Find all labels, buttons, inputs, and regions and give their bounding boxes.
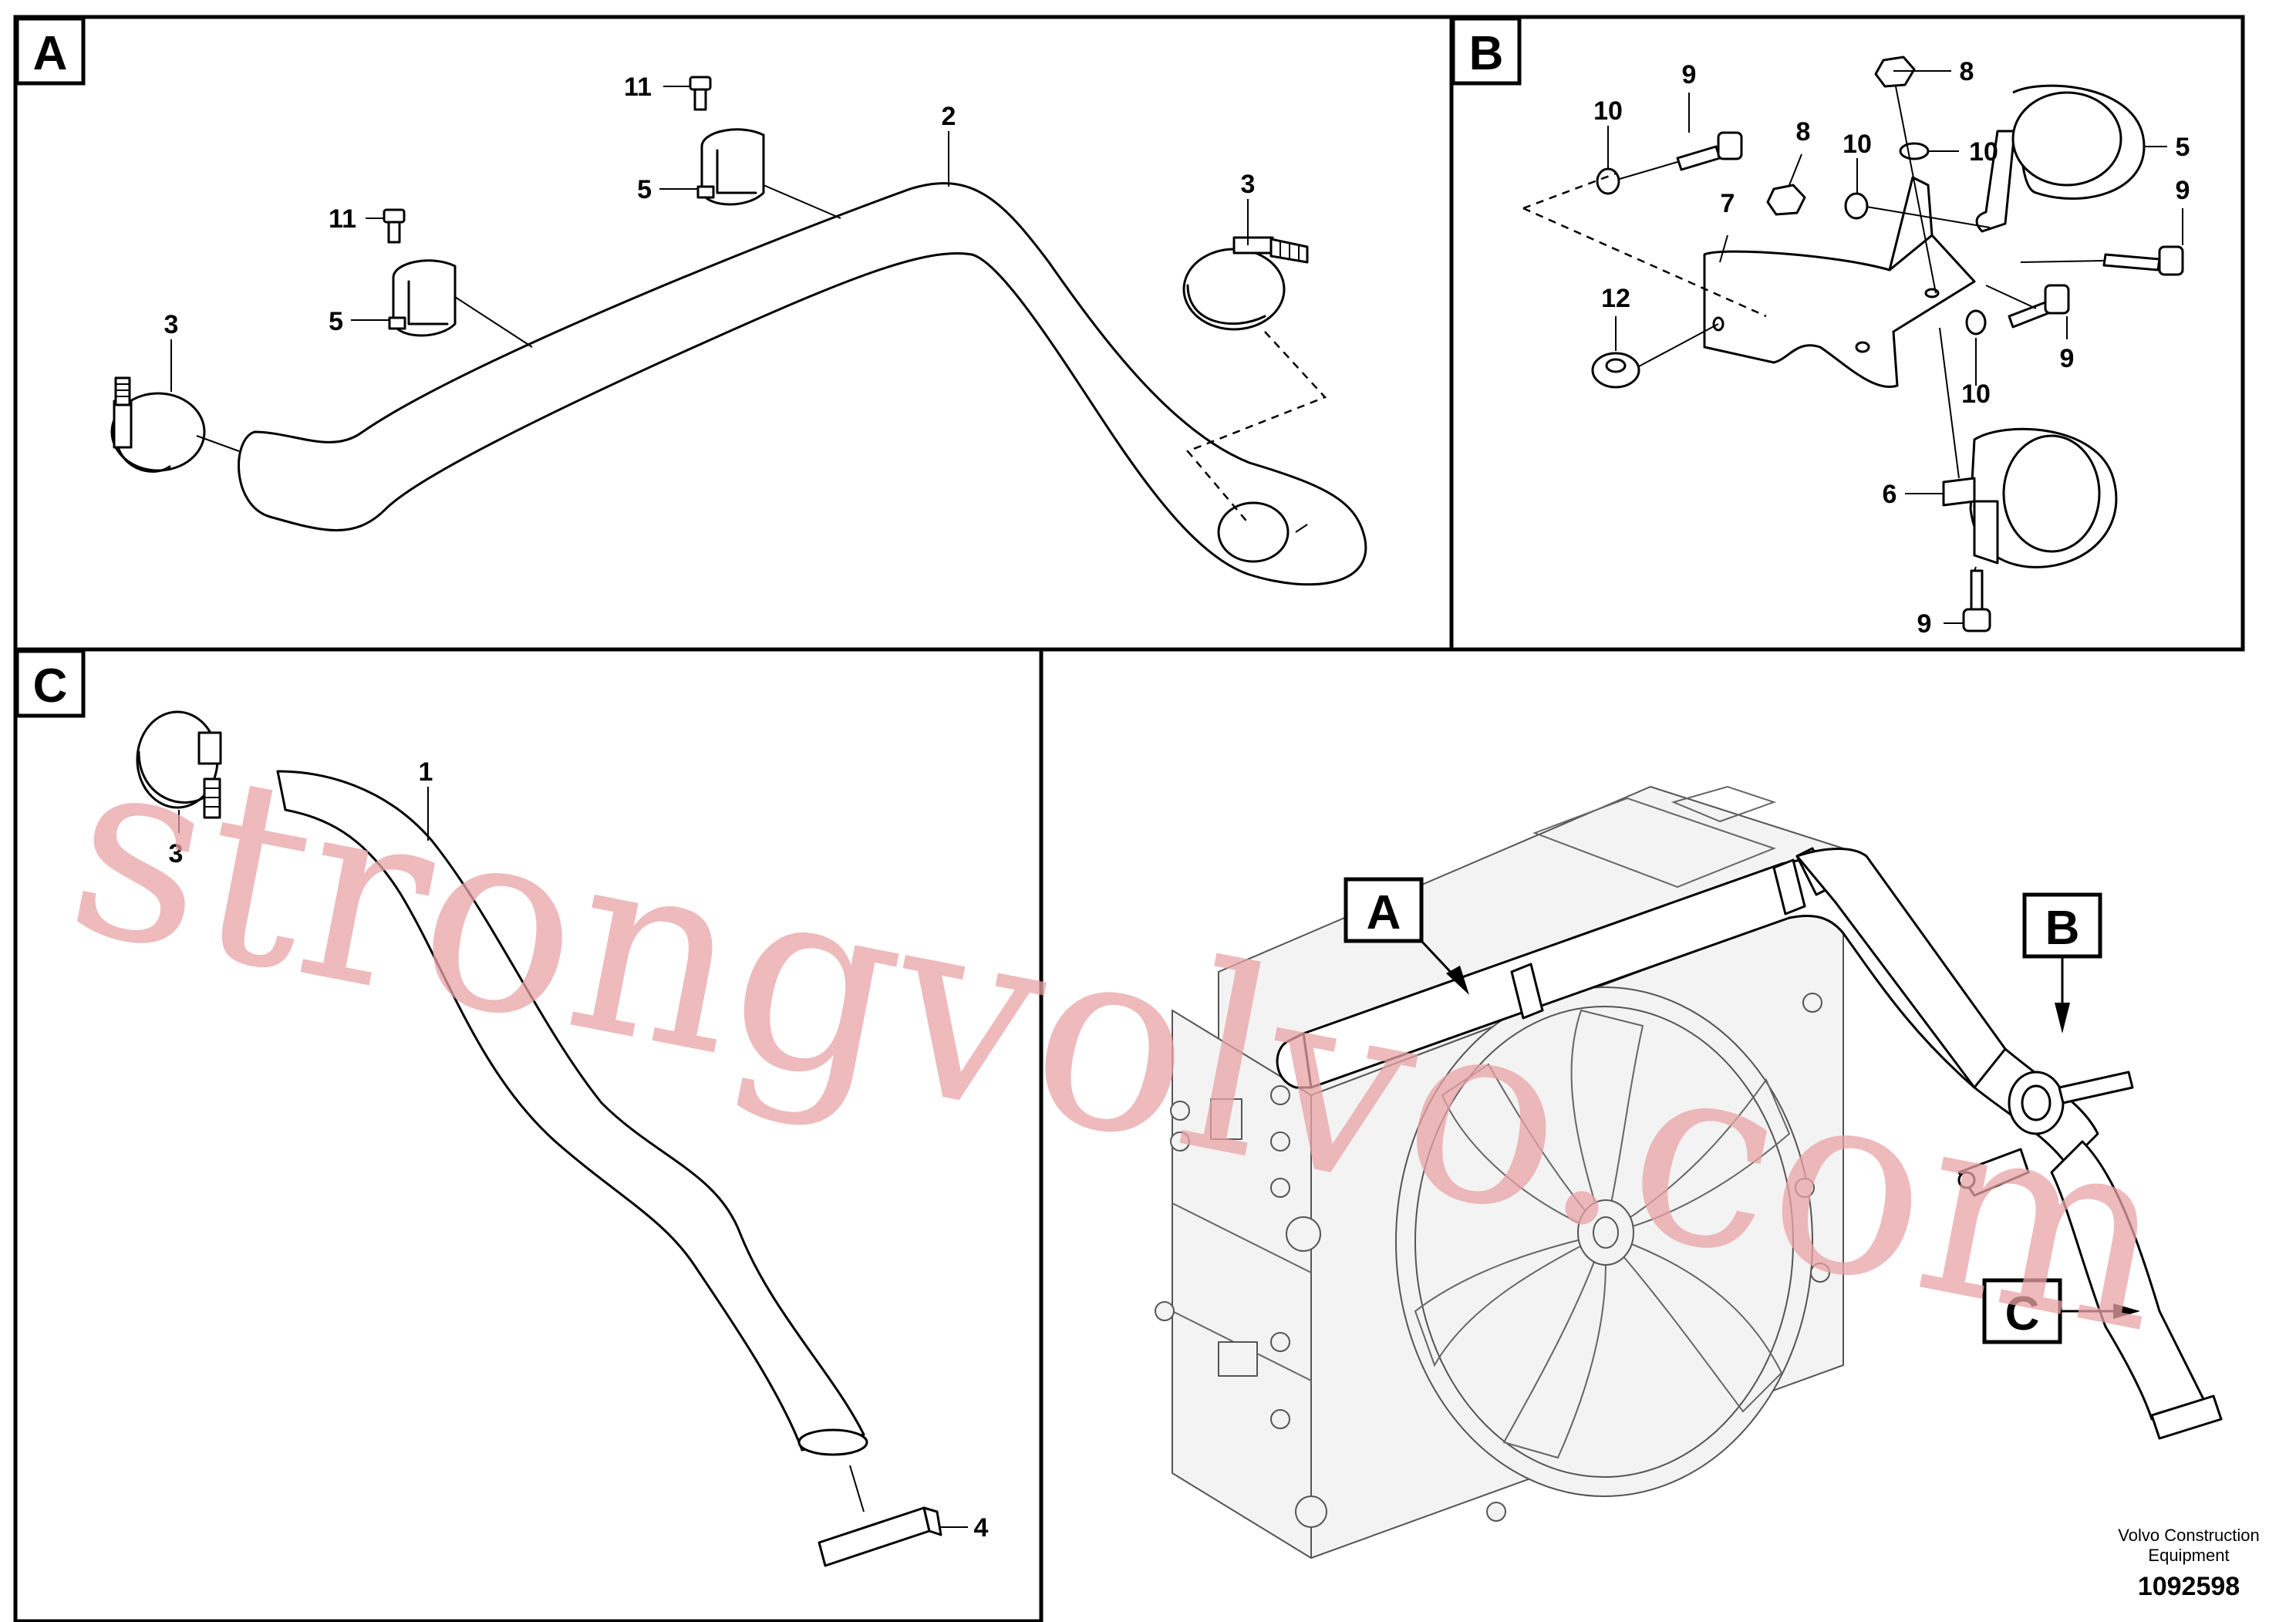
drawing-number: 1092598 xyxy=(2138,1572,2240,1601)
section-a-letter: A xyxy=(33,27,68,80)
watermark-text: strongvolvo.com xyxy=(50,694,2191,1390)
label-c-3: 3 xyxy=(169,839,184,868)
washer-10-mid xyxy=(1844,192,1869,220)
label-b-9-bottom: 9 xyxy=(1917,609,1932,639)
footer-company-line2: Equipment xyxy=(2148,1546,2229,1565)
washer-10-low xyxy=(1965,309,1987,336)
clamp-6-b xyxy=(1942,427,2118,568)
label-11-right: 11 xyxy=(624,73,652,102)
hose-2-end-opening xyxy=(1217,501,1290,563)
label-2: 2 xyxy=(942,102,956,131)
overview-callout-c: C xyxy=(1982,1278,2140,1344)
section-b-letter: B xyxy=(1469,27,1504,80)
label-b-10-left: 10 xyxy=(1593,96,1623,126)
hose-1 xyxy=(276,770,865,1452)
section-a-tag: A xyxy=(15,16,86,86)
label-b-10-right: 10 xyxy=(1969,137,1998,167)
label-b-8-top: 8 xyxy=(1960,57,1974,86)
section-c-letter: C xyxy=(33,659,68,713)
footer-block: Volvo Construction Equipment 1092598 xyxy=(2118,1526,2259,1601)
bolt-9-mid xyxy=(2008,284,2070,329)
label-b-9-mid: 9 xyxy=(2060,344,2075,373)
label-c-1: 1 xyxy=(419,757,433,787)
clamp-5-b xyxy=(1975,84,2146,233)
label-c-4: 4 xyxy=(974,1513,989,1543)
callout-a-letter: A xyxy=(1367,886,1401,939)
label-b-6: 6 xyxy=(1883,480,1897,509)
clamp-3-left xyxy=(110,376,206,473)
panel-c-drawing: 1 3 4 xyxy=(136,710,989,1567)
clamp-3-right xyxy=(1182,236,1309,331)
panel-a-drawing: 11 5 11 5 3 2 3 xyxy=(110,73,1367,586)
label-b-9-top: 9 xyxy=(1682,60,1697,89)
bolt-9-right xyxy=(2102,245,2184,276)
label-11-left: 11 xyxy=(329,204,356,234)
panel-b-frame xyxy=(1449,15,2245,652)
label-b-5: 5 xyxy=(2176,133,2190,162)
clip-5-left xyxy=(388,259,457,337)
bolt-11-left xyxy=(383,208,406,244)
overview-clamp-b xyxy=(1957,1071,2134,1197)
label-b-10-mid: 10 xyxy=(1843,130,1872,159)
bolt-11-right xyxy=(689,76,712,111)
label-b-7: 7 xyxy=(1721,189,1735,218)
overview-callout-a: A xyxy=(1344,877,1469,995)
callout-b-letter: B xyxy=(2045,902,2080,955)
clip-5-right xyxy=(696,128,765,206)
overview-radiator-assembly xyxy=(1155,785,2223,1559)
overview-callout-b: B xyxy=(2022,892,2102,1034)
footer-company-line1: Volvo Construction xyxy=(2118,1526,2259,1545)
bracket-7 xyxy=(1703,234,1976,388)
washer-10-right xyxy=(1899,142,1930,160)
label-3-left: 3 xyxy=(164,310,179,339)
label-b-9-right: 9 xyxy=(2176,176,2190,205)
section-c-tag: C xyxy=(15,649,86,718)
pad-4 xyxy=(818,1506,942,1567)
clamp-3-c xyxy=(136,710,222,819)
washer-10-left xyxy=(1596,167,1620,195)
label-5-left: 5 xyxy=(329,307,343,336)
label-b-12: 12 xyxy=(1601,284,1630,313)
panel-frames xyxy=(13,15,2245,1622)
label-b-10-low: 10 xyxy=(1961,379,1991,409)
label-b-8-left: 8 xyxy=(1796,117,1811,147)
nut-8-left xyxy=(1766,184,1806,216)
panel-c-frame xyxy=(13,647,1043,1622)
hose-1-end xyxy=(797,1428,868,1456)
bolt-9-bottom xyxy=(1962,569,1991,632)
hose-2 xyxy=(238,182,1367,586)
bolt-9-top xyxy=(1676,131,1743,171)
panel-b-drawing: 10 9 8 8 10 10 5 9 7 12 9 10 6 9 xyxy=(1522,56,2190,639)
label-5-right: 5 xyxy=(637,175,652,204)
label-3-right: 3 xyxy=(1241,170,1256,199)
callout-c-letter: C xyxy=(2005,1287,2040,1340)
section-b-tag: B xyxy=(1451,16,1522,86)
